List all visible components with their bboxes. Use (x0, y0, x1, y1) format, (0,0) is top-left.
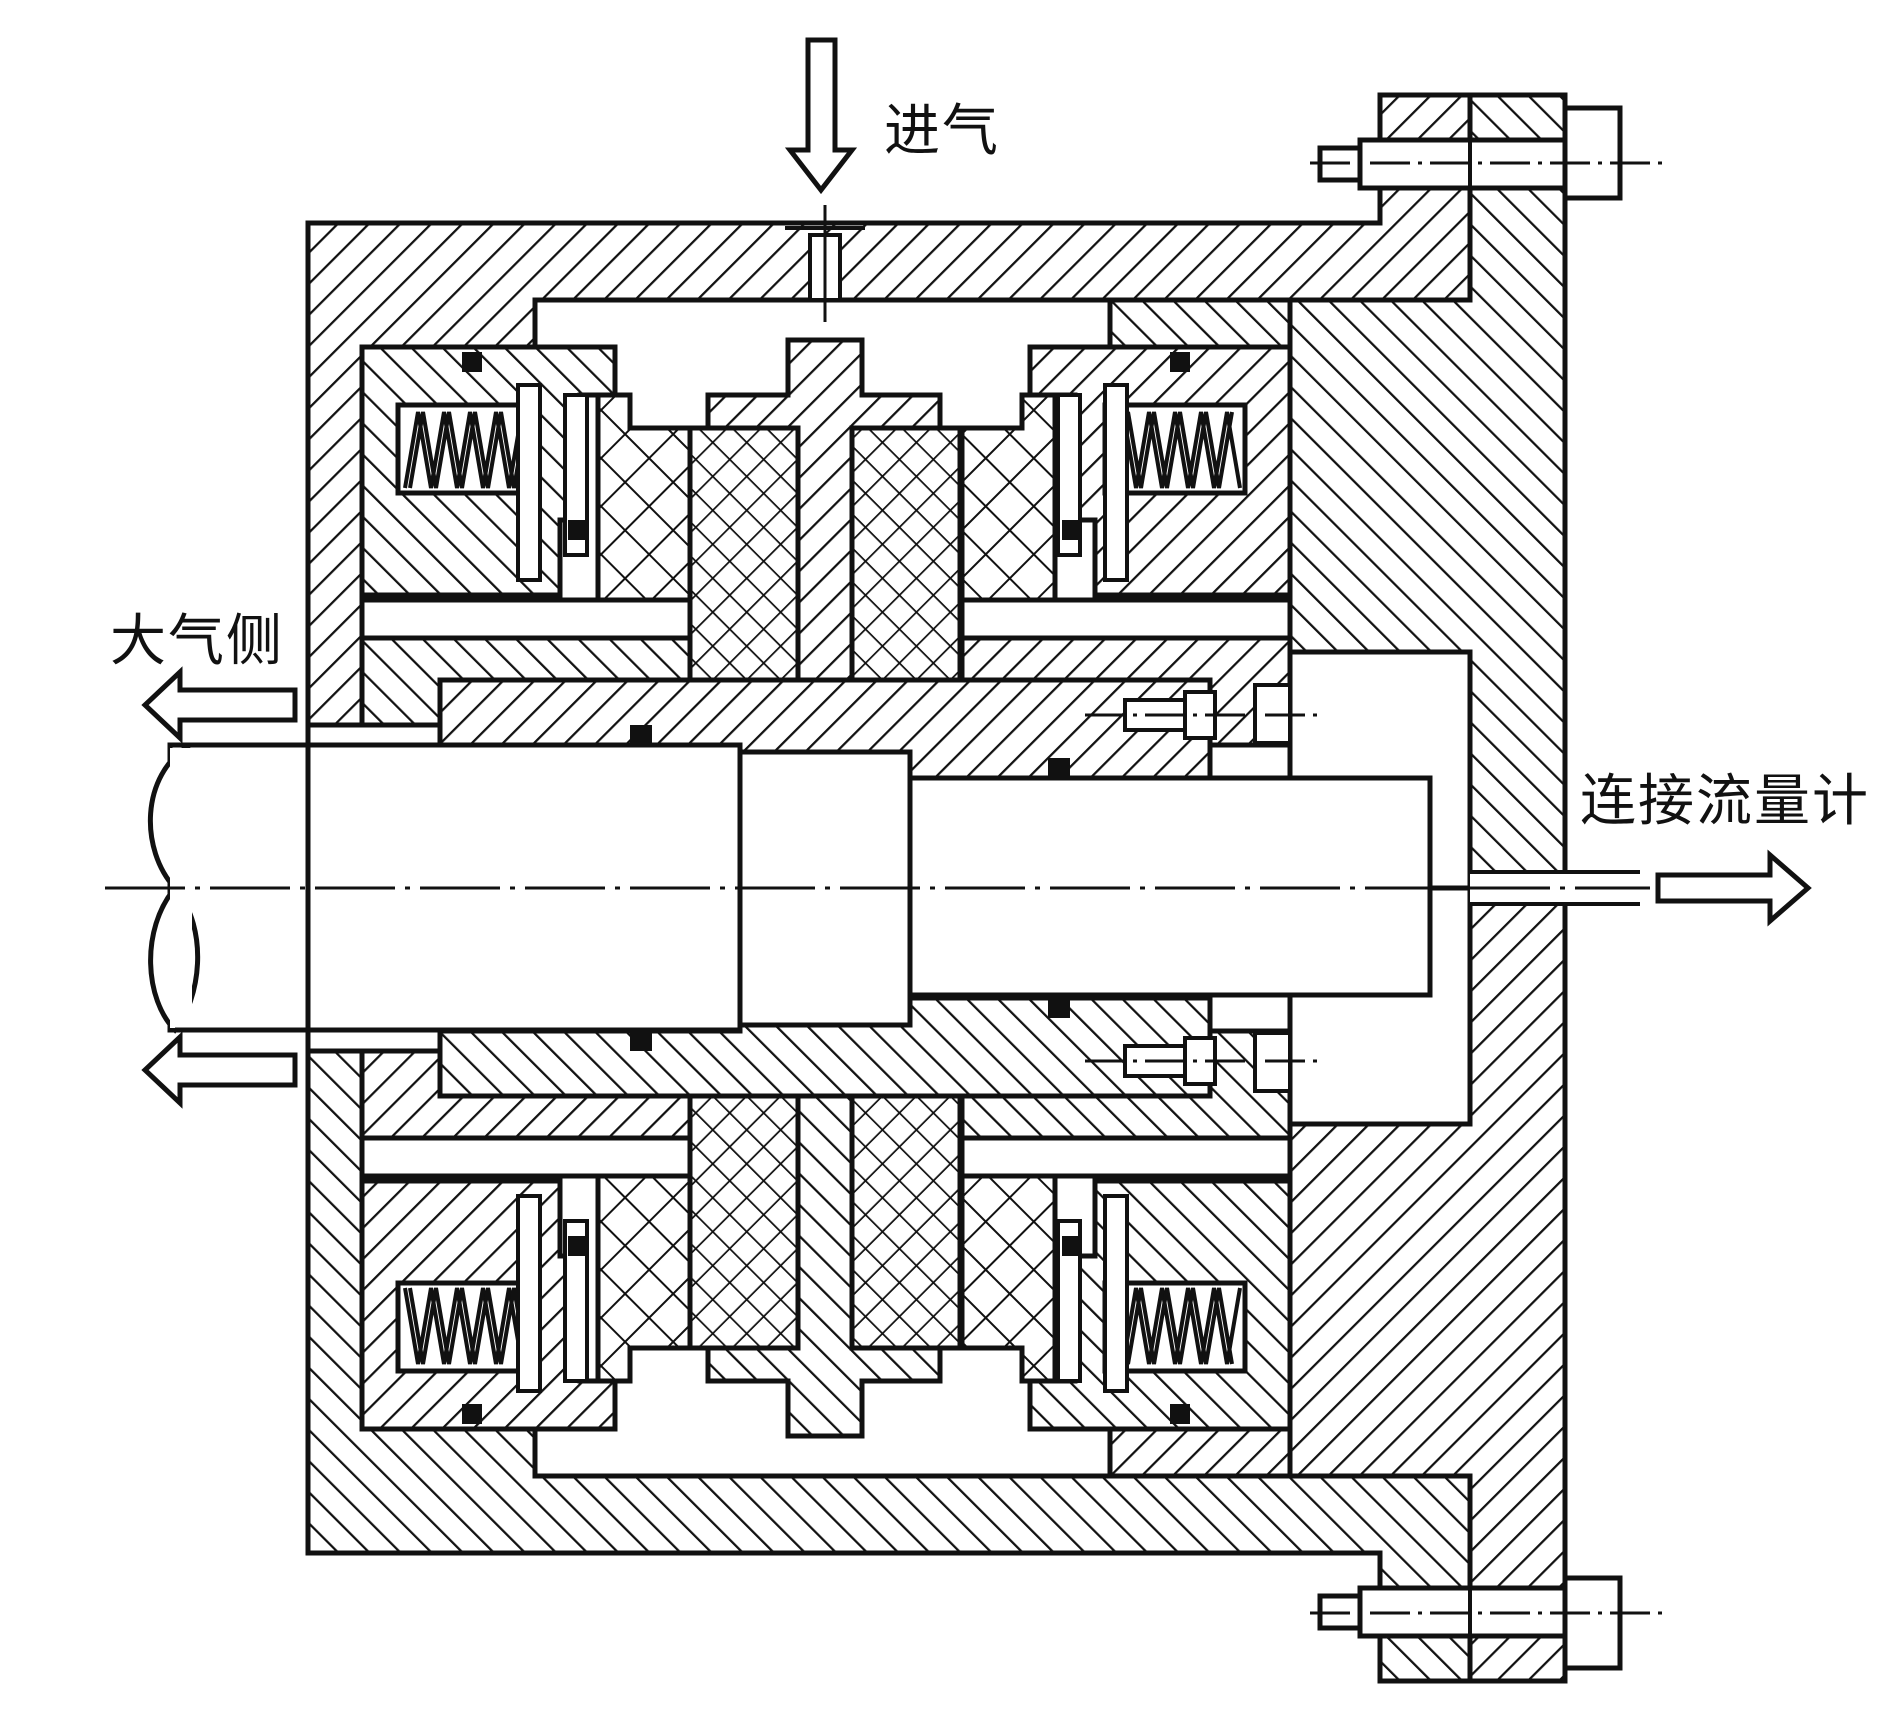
leak-channel-left (359, 597, 693, 641)
stationary-ring-left (595, 392, 693, 631)
atmosphere-arrow-upper-icon (141, 666, 298, 744)
gland-slot-right (1056, 393, 1082, 557)
gland-slot-left (563, 393, 589, 557)
inlet-port (785, 205, 865, 322)
spring-left (403, 411, 537, 489)
o-ring (462, 352, 482, 372)
flowmeter-arrow-icon (1655, 849, 1812, 927)
set-screw (1085, 683, 1320, 745)
o-ring (1048, 758, 1070, 778)
o-ring (630, 725, 652, 745)
spring-pin-right (1103, 383, 1129, 582)
flange-bolt (1310, 95, 1665, 223)
o-ring (568, 520, 588, 540)
rotating-ring-right (849, 425, 963, 683)
spring-right (1108, 411, 1242, 489)
spring-pin-left (516, 383, 542, 582)
atmosphere-arrow-lower-icon (141, 1031, 298, 1109)
stationary-ring-right (959, 392, 1058, 631)
o-ring (1062, 520, 1082, 540)
inlet-arrow-icon (784, 37, 858, 195)
leak-channel-right (959, 597, 1293, 641)
inlet-label: 进气 (884, 99, 1000, 164)
atmosphere-side-label: 大气侧 (110, 609, 284, 674)
flowmeter-label: 连接流量计 (1580, 769, 1870, 834)
rotating-ring-left (687, 425, 801, 683)
o-ring (1170, 352, 1190, 372)
